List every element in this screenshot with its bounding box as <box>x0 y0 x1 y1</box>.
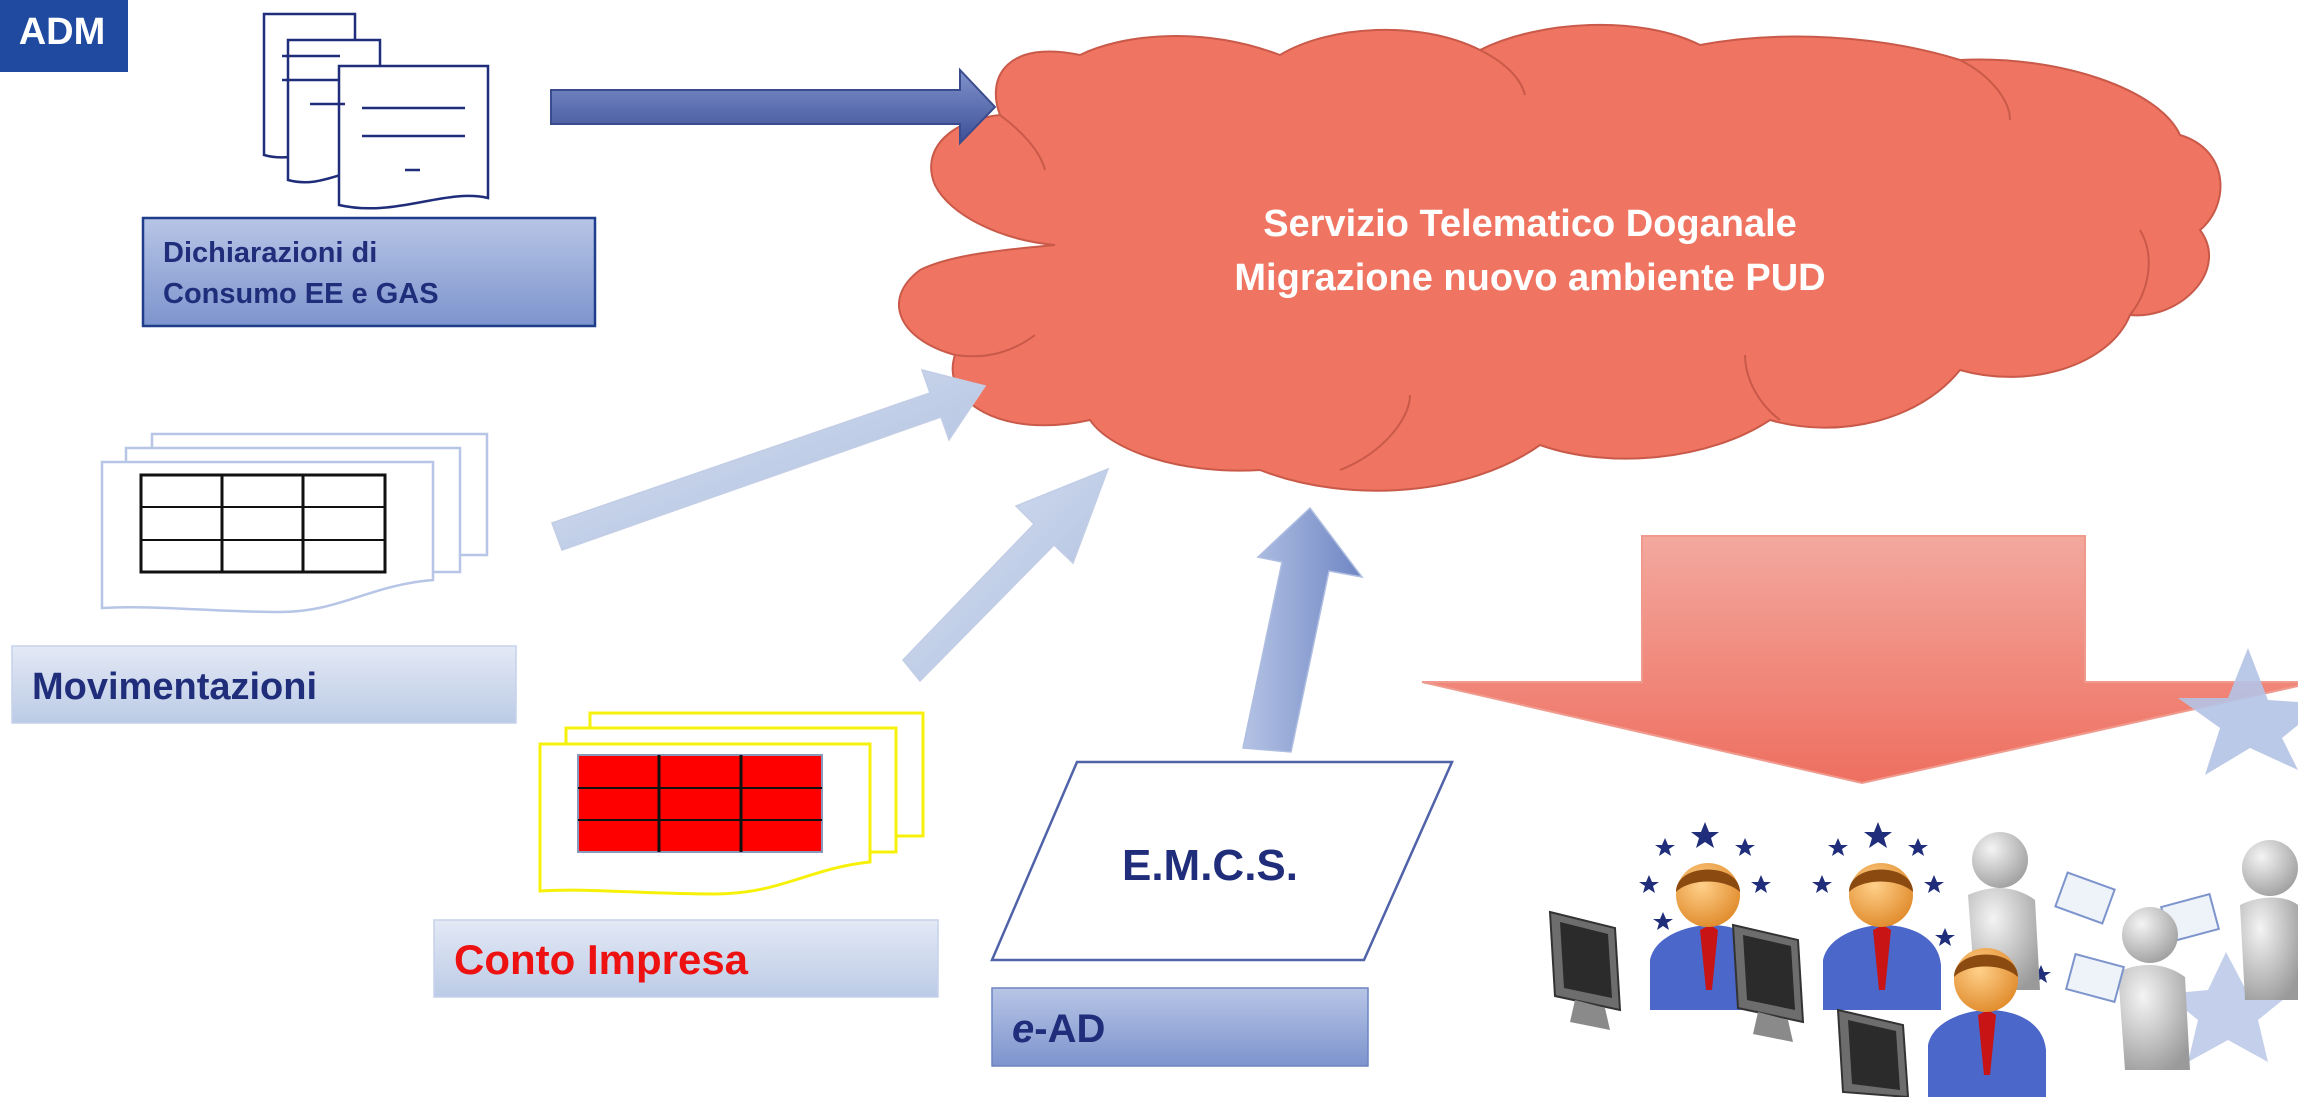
dichiarazioni-label-line2: Consumo EE e GAS <box>163 278 439 310</box>
star-icon <box>2178 648 2298 775</box>
users-computers-icon <box>1548 822 2298 1097</box>
cloud-title-line2: Migrazione nuovo ambiente PUD <box>1234 257 1825 299</box>
adm-logo: ADM <box>0 0 128 72</box>
user-person-2 <box>1731 863 1941 1042</box>
ead-label: e-AD <box>1012 1007 1105 1051</box>
emcs-box: E.M.C.S. <box>990 760 1454 962</box>
movimentazioni-label: Movimentazioni <box>32 666 317 708</box>
user-person-3 <box>1836 948 2046 1097</box>
conto-impresa-label: Conto Impresa <box>454 936 749 983</box>
conto-impresa-label-box: Conto Impresa <box>433 919 939 998</box>
dichiarazioni-label-box: Dichiarazioni di Consumo EE e GAS <box>141 216 597 328</box>
grey-figure-3 <box>2064 907 2190 1070</box>
arrow-emcs <box>1242 506 1364 753</box>
movimentazioni-label-box: Movimentazioni <box>11 645 517 724</box>
dichiarazioni-label-line1: Dichiarazioni di <box>163 237 377 269</box>
arrow-movimentazioni <box>551 368 987 551</box>
logo-text: ADM <box>19 11 106 53</box>
star-icon-bottom <box>2166 952 2290 1062</box>
emcs-label: E.M.C.S. <box>1122 841 1298 890</box>
cloud-shape: Servizio Telematico Doganale Migrazione … <box>898 23 2222 492</box>
ead-label-box: e-AD <box>991 987 1369 1067</box>
cloud-title-line1: Servizio Telematico Doganale <box>1263 203 1797 245</box>
red-table-document-icon <box>538 711 925 896</box>
arrow-conto-impresa <box>902 467 1110 683</box>
arrow-dichiarazioni <box>550 67 997 146</box>
down-arrow <box>1421 535 2298 785</box>
table-document-icon <box>100 432 489 614</box>
documents-icon <box>262 12 490 210</box>
